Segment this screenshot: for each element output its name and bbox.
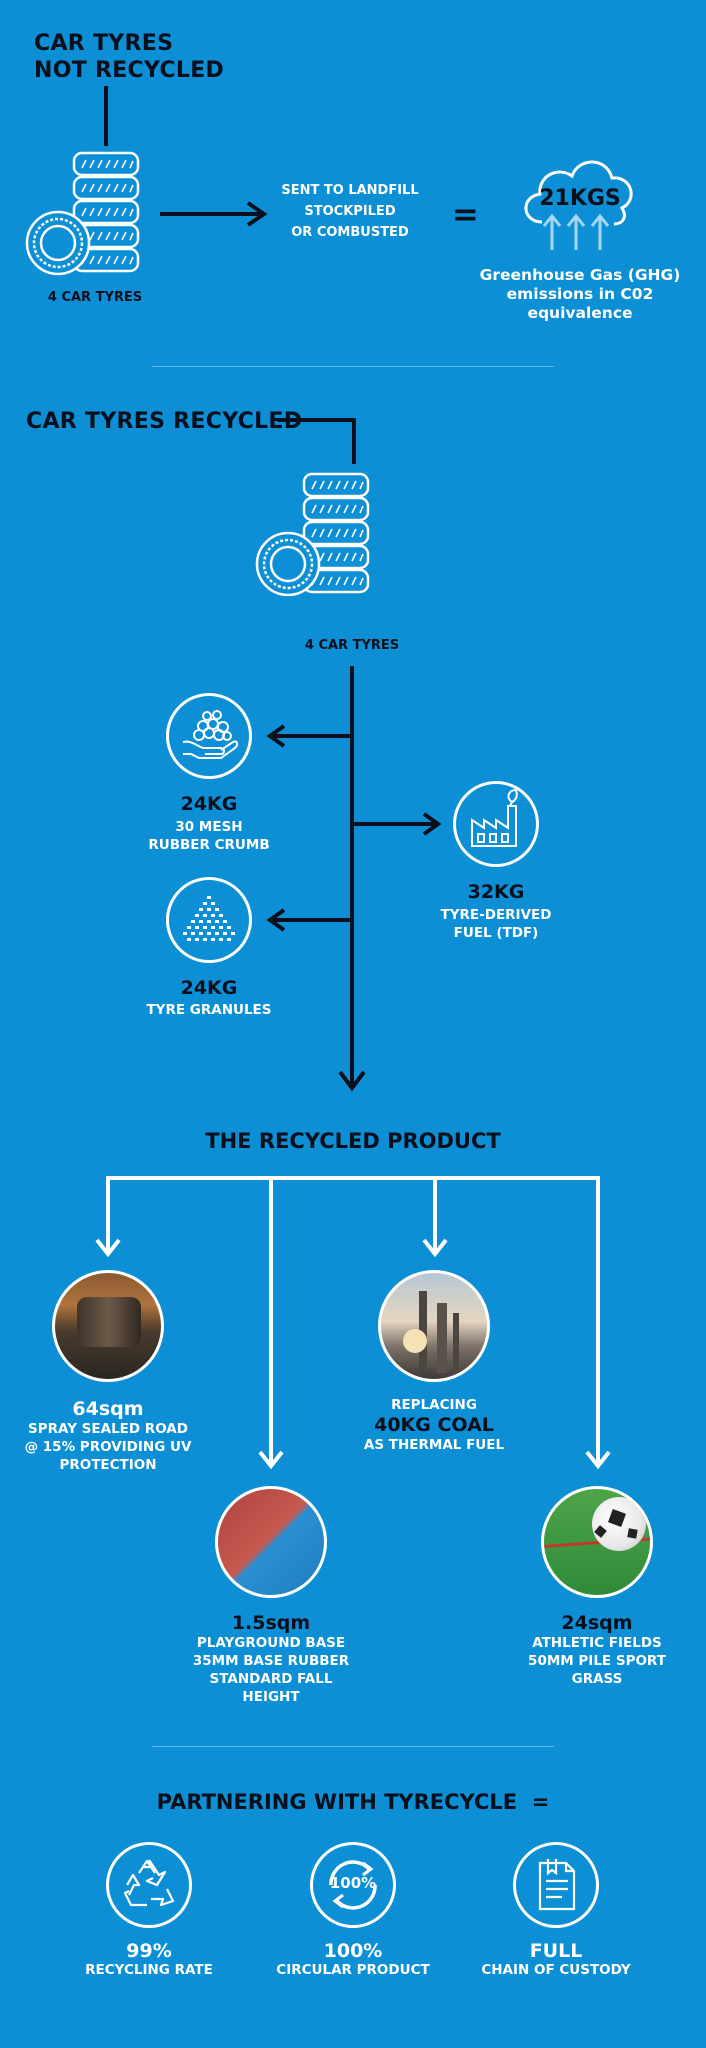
- product-1-text: SPRAY SEALED ROAD @ 15% PROVIDING UV PRO…: [8, 1420, 208, 1474]
- output-2-text: TYRE-DERIVED FUEL (TDF): [406, 906, 586, 942]
- recycled-flow-lines: [266, 666, 442, 1092]
- output-3-value: 24KG: [180, 977, 238, 999]
- product-4-value: 24sqm: [561, 1612, 633, 1634]
- plant-glow: [403, 1329, 427, 1353]
- soccer-ball: [592, 1497, 646, 1551]
- plant-tower-1: [419, 1291, 427, 1371]
- not-recycled-title-line1: CAR TYRES: [34, 31, 174, 56]
- product-2-line1: PLAYGROUND BASE: [196, 1635, 346, 1651]
- ball-patch-2: [594, 1525, 607, 1538]
- circular-100-text: 100%: [329, 1874, 377, 1892]
- output-2-line1: TYRE-DERIVED: [440, 907, 552, 923]
- recycled-connector: [278, 418, 356, 464]
- output-3-text: TYRE GRANULES: [146, 1002, 272, 1018]
- recycle-icon: [106, 1842, 192, 1928]
- output-1-line2: RUBBER CRUMB: [148, 837, 270, 853]
- document-icon: [513, 1842, 599, 1928]
- divider-2: [152, 1746, 554, 1747]
- output-2-line2: FUEL (TDF): [453, 925, 539, 941]
- ball-patch-3: [627, 1528, 638, 1539]
- granules-icon: [166, 877, 252, 963]
- output-1-value: 24KG: [180, 793, 238, 815]
- product-4-line3: GRASS: [571, 1671, 623, 1687]
- industrial-plant-photo: [378, 1270, 490, 1382]
- product-3-value: 40KG COAL: [374, 1414, 494, 1436]
- product-2-line4: HEIGHT: [242, 1689, 300, 1705]
- partner-2-value: 100%: [323, 1940, 383, 1962]
- fate-text: SENT TO LANDFILL STOCKPILED OR COMBUSTED: [270, 182, 430, 242]
- tyres-label: 4 CAR TYRES: [47, 290, 143, 305]
- fate-line1: SENT TO LANDFILL: [281, 183, 419, 198]
- emissions-text: Greenhouse Gas (GHG) emissions in C02 eq…: [470, 266, 690, 323]
- product-2-line2: 35MM BASE RUBBER: [192, 1653, 350, 1669]
- arrow-right-icon: [160, 201, 268, 227]
- product-title: THE RECYCLED PRODUCT: [205, 1129, 501, 1153]
- partner-3-label: CHAIN OF CUSTODY: [481, 1962, 631, 1978]
- tyre-stack-icon: [25, 151, 140, 276]
- ball-patch-1: [608, 1509, 626, 1527]
- cloud-icon: [524, 160, 633, 250]
- plant-tower-2: [437, 1303, 447, 1373]
- recycled-title: CAR TYRES RECYCLED: [26, 409, 303, 434]
- product-2-text: PLAYGROUND BASE 35MM BASE RUBBER STANDAR…: [171, 1634, 371, 1706]
- product-4-text: ATHLETIC FIELDS 50MM PILE SPORT GRASS: [497, 1634, 697, 1688]
- partner-1-value: 99%: [126, 1940, 172, 1962]
- not-recycled-title-line2: NOT RECYCLED: [34, 58, 225, 83]
- product-1-line2: @ 15% PROVIDING UV: [24, 1439, 192, 1455]
- partner-3-value: FULL: [529, 1940, 583, 1962]
- partnering-title: PARTNERING WITH TYRECYCLE =: [156, 1790, 550, 1814]
- circular-100-icon: 100%: [310, 1842, 396, 1928]
- product-1-value: 64sqm: [72, 1398, 144, 1420]
- tyre-stack-icon-2: [255, 472, 370, 597]
- fate-line2: STOCKPILED: [304, 204, 396, 219]
- output-1-text: 30 MESH RUBBER CRUMB: [119, 818, 299, 854]
- emissions-line2: emissions in C02: [506, 285, 654, 303]
- product-4-line2: 50MM PILE SPORT: [528, 1653, 666, 1669]
- divider-1: [152, 366, 554, 367]
- product-flow-lines: [95, 1176, 611, 1470]
- equals-sign: =: [452, 195, 479, 233]
- product-3-prefix: REPLACING: [391, 1397, 477, 1413]
- product-1-line1: SPRAY SEALED ROAD: [28, 1421, 188, 1437]
- tyres-label-2: 4 CAR TYRES: [304, 638, 400, 653]
- emissions-value: 21KGS: [539, 186, 621, 211]
- connector-line: [104, 86, 108, 146]
- product-2-value: 1.5sqm: [231, 1612, 311, 1634]
- not-recycled-title: CAR TYRES NOT RECYCLED: [34, 30, 224, 84]
- rubber-surface-photo: [215, 1486, 327, 1598]
- road-roller-photo: [52, 1270, 164, 1382]
- partner-1-label: RECYCLING RATE: [85, 1962, 213, 1978]
- emissions-line1: Greenhouse Gas (GHG): [479, 266, 681, 284]
- output-1-line1: 30 MESH: [175, 819, 243, 835]
- product-3-text: AS THERMAL FUEL: [363, 1437, 505, 1453]
- product-4-line1: ATHLETIC FIELDS: [532, 1635, 662, 1651]
- soccer-ball-photo: [541, 1486, 653, 1598]
- product-2-line3: STANDARD FALL: [209, 1671, 333, 1687]
- road-roller-drum: [77, 1297, 141, 1347]
- fate-line3: OR COMBUSTED: [291, 225, 409, 240]
- output-2-value: 32KG: [467, 881, 525, 903]
- partner-2-label: CIRCULAR PRODUCT: [276, 1962, 430, 1978]
- product-1-line3: PROTECTION: [59, 1457, 157, 1473]
- emissions-line3: equivalence: [527, 304, 633, 322]
- plant-tower-3: [453, 1313, 459, 1373]
- rubber-crumb-icon: [166, 693, 252, 779]
- factory-icon: [453, 781, 539, 867]
